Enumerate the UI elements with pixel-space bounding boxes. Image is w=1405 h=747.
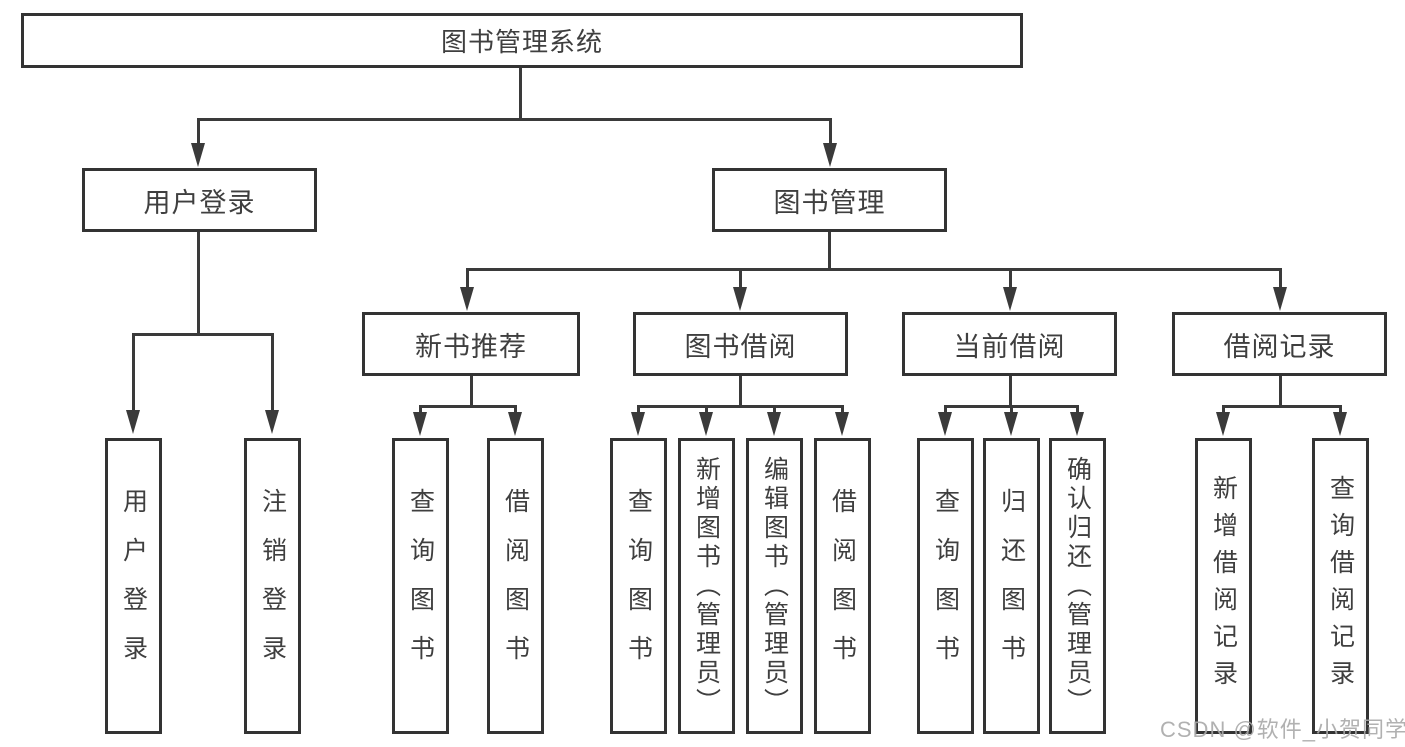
connector-line bbox=[1279, 376, 1282, 407]
connector-line bbox=[637, 405, 843, 408]
arrowhead-icon bbox=[767, 412, 781, 436]
connector-line bbox=[419, 405, 517, 408]
connector-line bbox=[739, 268, 742, 290]
arrowhead-icon bbox=[1070, 412, 1084, 436]
node-leaf-edit-books-admin: 编辑图书（管理员） bbox=[746, 438, 803, 734]
connector-line bbox=[739, 376, 742, 407]
arrowhead-icon bbox=[1273, 287, 1287, 311]
arrowhead-icon bbox=[699, 412, 713, 436]
arrowhead-icon bbox=[126, 410, 140, 434]
node-leaf-borrow-books-recommend: 借阅图书 bbox=[487, 438, 544, 734]
arrowhead-icon bbox=[1216, 412, 1230, 436]
connector-line bbox=[829, 118, 832, 146]
node-leaf-add-borrow-record: 新增借阅记录 bbox=[1195, 438, 1252, 734]
node-label: 归还图书 bbox=[997, 488, 1026, 684]
connector-line bbox=[1009, 376, 1012, 407]
node-label: 查询借阅记录 bbox=[1326, 475, 1355, 697]
csdn-watermark: CSDN @软件_小贺同学 bbox=[1160, 717, 1405, 742]
node-leaf-confirm-return-admin: 确认归还（管理员） bbox=[1049, 438, 1106, 734]
connector-line bbox=[828, 232, 831, 271]
connector-line bbox=[637, 405, 640, 414]
arrowhead-icon bbox=[1003, 287, 1017, 311]
node-new-book-recommend: 新书推荐 bbox=[362, 312, 580, 376]
node-label: 确认归还（管理员） bbox=[1063, 455, 1092, 717]
node-leaf-query-books-borrowing: 查询图书 bbox=[610, 438, 667, 734]
arrowhead-icon bbox=[1004, 412, 1018, 436]
connector-line bbox=[944, 405, 947, 414]
node-label: 借阅图书 bbox=[501, 488, 530, 684]
node-current-borrowing: 当前借阅 bbox=[902, 312, 1117, 376]
connector-line bbox=[1279, 268, 1282, 290]
arrowhead-icon bbox=[508, 412, 522, 436]
node-label: 查询图书 bbox=[406, 488, 435, 684]
node-book-borrowing: 图书借阅 bbox=[633, 312, 848, 376]
arrowhead-icon bbox=[938, 412, 952, 436]
connector-line bbox=[197, 118, 832, 121]
connector-line bbox=[519, 68, 522, 120]
node-leaf-logout: 注销登录 bbox=[244, 438, 301, 734]
arrowhead-icon bbox=[1333, 412, 1347, 436]
arrowhead-icon bbox=[631, 412, 645, 436]
connector-line bbox=[466, 268, 1282, 271]
node-leaf-user-login: 用户登录 bbox=[105, 438, 162, 734]
connector-line bbox=[197, 232, 200, 335]
connector-line bbox=[1339, 405, 1342, 414]
connector-line bbox=[419, 405, 422, 414]
node-book-management: 图书管理 bbox=[712, 168, 947, 232]
node-leaf-return-books: 归还图书 bbox=[983, 438, 1040, 734]
node-label: 借阅图书 bbox=[828, 488, 857, 684]
connector-line bbox=[132, 333, 274, 336]
connector-line bbox=[1222, 405, 1342, 408]
arrowhead-icon bbox=[265, 410, 279, 434]
connector-line bbox=[1222, 405, 1225, 414]
node-label: 注销登录 bbox=[258, 488, 287, 684]
arrowhead-icon bbox=[191, 143, 205, 167]
connector-line bbox=[1076, 405, 1079, 414]
node-label: 查询图书 bbox=[624, 488, 653, 684]
node-label: 编辑图书（管理员） bbox=[760, 455, 789, 717]
connector-line bbox=[470, 376, 473, 407]
connector-line bbox=[1010, 405, 1013, 414]
node-label: 新增借阅记录 bbox=[1209, 475, 1238, 697]
node-label: 新增图书（管理员） bbox=[692, 455, 721, 717]
node-leaf-borrow-books-borrowing: 借阅图书 bbox=[814, 438, 871, 734]
arrowhead-icon bbox=[460, 287, 474, 311]
arrowhead-icon bbox=[835, 412, 849, 436]
node-borrowing-records: 借阅记录 bbox=[1172, 312, 1387, 376]
connector-line bbox=[197, 118, 200, 146]
connector-line bbox=[773, 405, 776, 414]
arrowhead-icon bbox=[823, 143, 837, 167]
node-leaf-add-books-admin: 新增图书（管理员） bbox=[678, 438, 735, 734]
connector-line bbox=[466, 268, 469, 290]
connector-line bbox=[1009, 268, 1012, 290]
node-user-login: 用户登录 bbox=[82, 168, 317, 232]
connector-line bbox=[132, 333, 135, 411]
arrowhead-icon bbox=[413, 412, 427, 436]
connector-line bbox=[514, 405, 517, 414]
node-leaf-query-borrow-record: 查询借阅记录 bbox=[1312, 438, 1369, 734]
connector-line bbox=[271, 333, 274, 411]
arrowhead-icon bbox=[733, 287, 747, 311]
connector-line bbox=[841, 405, 844, 414]
connector-line bbox=[705, 405, 708, 414]
node-root-book-management-system: 图书管理系统 bbox=[21, 13, 1023, 68]
node-leaf-query-books-recommend: 查询图书 bbox=[392, 438, 449, 734]
node-label: 用户登录 bbox=[119, 488, 148, 684]
node-leaf-query-books-current: 查询图书 bbox=[917, 438, 974, 734]
node-label: 查询图书 bbox=[931, 488, 960, 684]
